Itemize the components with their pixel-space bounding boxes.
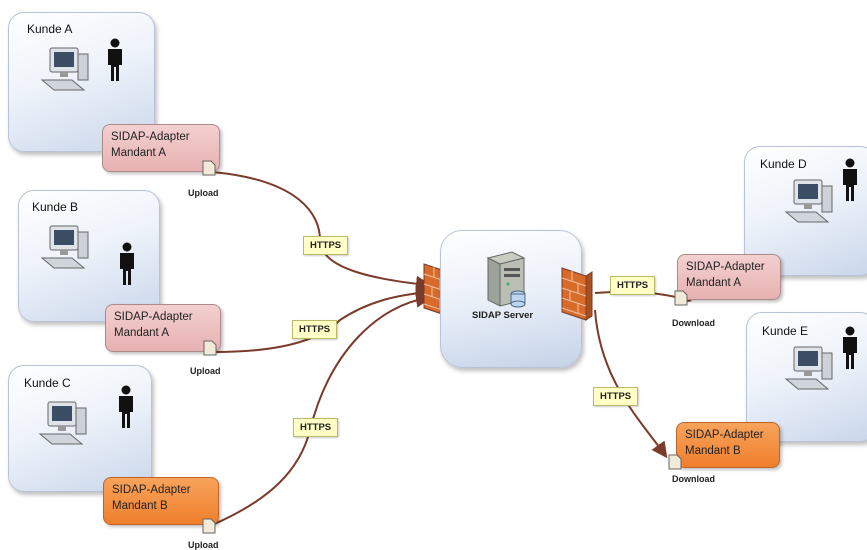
computer-icon [784,179,833,223]
adapter-b-line1: SIDAP-Adapter [114,311,193,323]
computer-icon [784,346,833,390]
customer-label-b: Kunde B [32,200,79,214]
link-kunde-b [214,285,432,353]
download-label-e: Download [672,474,715,484]
customer-box-b [18,190,160,322]
firewall-icon [561,267,593,321]
https-label-d: HTTPS [610,276,656,295]
link-kunde-e [594,309,668,459]
adapter-e-line2: Mandant B [685,445,741,457]
adapter-a-line2: Mandant A [111,147,166,159]
adapter-b-line2: Mandant A [114,327,169,339]
person-icon [119,385,133,428]
adapter-e: SIDAP-Adapter Mandant B [676,422,780,468]
adapter-d-line1: SIDAP-Adapter [686,261,765,273]
adapter-c-line2: Mandant B [112,500,168,512]
person-icon [843,158,857,201]
document-icon [202,518,216,534]
computer-icon [40,47,89,91]
person-icon [120,242,134,285]
adapter-a-line1: SIDAP-Adapter [111,131,190,143]
https-label-a: HTTPS [303,236,349,255]
document-icon [668,454,682,470]
document-icon [203,340,217,356]
customer-label-a: Kunde A [27,22,73,36]
adapter-e-line1: SIDAP-Adapter [685,429,764,441]
customer-label-d: Kunde D [760,157,807,171]
computer-icon [40,225,89,269]
customer-label-c: Kunde C [24,376,71,390]
computer-icon [38,401,87,445]
document-icon [202,160,216,176]
person-icon [843,326,857,369]
link-kunde-a [211,171,432,292]
upload-label-b: Upload [190,366,221,376]
adapter-d-line2: Mandant A [686,277,741,289]
https-label-e: HTTPS [593,387,639,406]
https-label-c: HTTPS [293,418,339,437]
person-icon [108,38,122,81]
adapter-b: SIDAP-Adapter Mandant A [105,304,221,352]
customer-label-e: Kunde E [762,324,809,338]
server-icon [486,251,526,308]
upload-label-c: Upload [188,540,219,550]
upload-label-a: Upload [188,188,219,198]
document-icon [674,290,688,306]
server-label: SIDAP Server [472,310,534,321]
adapter-a: SIDAP-Adapter Mandant A [102,124,220,172]
adapter-d: SIDAP-Adapter Mandant A [677,254,781,300]
adapter-c-line1: SIDAP-Adapter [112,484,191,496]
download-label-d: Download [672,318,715,328]
adapter-c: SIDAP-Adapter Mandant B [103,477,219,525]
https-label-b: HTTPS [292,320,338,339]
